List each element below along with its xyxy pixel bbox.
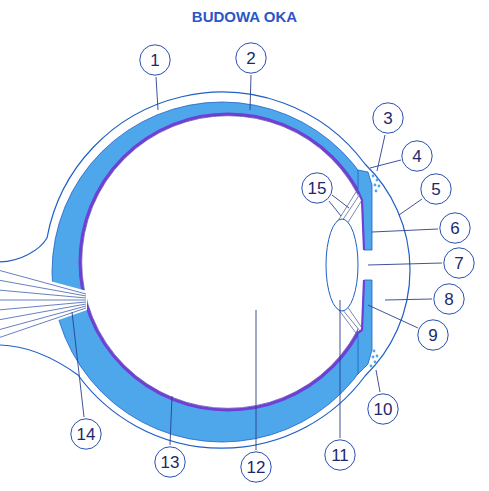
leader-line bbox=[372, 229, 438, 232]
leader-line bbox=[368, 305, 418, 328]
nerve-fibre bbox=[0, 270, 86, 294]
callout-ring bbox=[434, 284, 464, 314]
dot bbox=[372, 175, 375, 178]
callout-number: 8 bbox=[444, 291, 453, 308]
callout-ring bbox=[402, 141, 432, 171]
dot bbox=[374, 184, 377, 187]
callout-circle: 10 bbox=[367, 393, 399, 425]
callout-circle: 14 bbox=[70, 418, 102, 450]
lens bbox=[326, 219, 358, 311]
zonule bbox=[347, 306, 362, 328]
dot bbox=[376, 355, 379, 358]
callout-circle: 12 bbox=[240, 451, 272, 483]
leader-line bbox=[340, 300, 341, 438]
leader-line bbox=[72, 312, 84, 417]
dot bbox=[372, 356, 375, 359]
callout-ring bbox=[236, 43, 266, 73]
leader-line bbox=[156, 77, 158, 110]
callout-number: 11 bbox=[331, 447, 349, 464]
callout-ring bbox=[421, 174, 451, 204]
nerve-fibre bbox=[0, 280, 86, 296]
callout-circle: 5 bbox=[420, 173, 452, 205]
back-layers bbox=[52, 102, 358, 442]
callout-number: 1 bbox=[150, 52, 159, 69]
callout-number: 2 bbox=[246, 50, 255, 67]
callout-circle: 6 bbox=[439, 212, 471, 244]
choroid-band bbox=[52, 102, 358, 442]
callout-ring bbox=[155, 447, 185, 477]
sclera-outline bbox=[0, 92, 410, 448]
callout-circle: 7 bbox=[443, 247, 475, 279]
leader-lines bbox=[72, 75, 442, 450]
callout-circle: 4 bbox=[401, 140, 433, 172]
retina-edge bbox=[82, 116, 358, 409]
dot bbox=[373, 350, 376, 353]
leader-line bbox=[329, 201, 341, 216]
callout-number: 6 bbox=[450, 220, 459, 237]
nerve-fibres bbox=[0, 270, 86, 338]
nerve-fibre bbox=[0, 290, 86, 298]
iris-upper bbox=[358, 170, 372, 250]
dot bbox=[370, 365, 373, 368]
dot bbox=[378, 185, 381, 188]
dot bbox=[375, 190, 378, 193]
callout-number: 12 bbox=[247, 459, 266, 476]
callout-circle: 2 bbox=[235, 42, 267, 74]
leader-line bbox=[370, 160, 401, 168]
callout-ring bbox=[71, 419, 101, 449]
canal-dots bbox=[370, 175, 381, 368]
callout-number: 3 bbox=[383, 110, 392, 127]
leader-line bbox=[250, 75, 251, 110]
callout-number: 10 bbox=[374, 401, 393, 418]
dot bbox=[376, 179, 379, 182]
leader-line bbox=[170, 396, 172, 445]
dot bbox=[374, 361, 377, 364]
callout-ring bbox=[444, 248, 474, 278]
callout-ring bbox=[241, 452, 271, 482]
callout-ring bbox=[325, 440, 355, 470]
leader-line bbox=[385, 299, 432, 300]
callout-number: 4 bbox=[412, 148, 421, 165]
zonule bbox=[347, 200, 362, 224]
leader-line bbox=[256, 310, 257, 450]
callout-number: 5 bbox=[431, 181, 440, 198]
leader-line bbox=[368, 263, 442, 265]
leader-line bbox=[376, 370, 380, 392]
callout-circle: 13 bbox=[154, 446, 186, 478]
callout-ring bbox=[368, 394, 398, 424]
callout-ring bbox=[440, 213, 470, 243]
callout-ring bbox=[418, 320, 448, 350]
callout-number: 15 bbox=[308, 180, 327, 197]
callout-circle: 8 bbox=[433, 283, 465, 315]
callout-number: 13 bbox=[161, 454, 180, 471]
callout-circle: 3 bbox=[372, 102, 404, 134]
callout-number: 7 bbox=[454, 255, 463, 272]
callout-circle: 9 bbox=[417, 319, 449, 351]
nerve-fibre bbox=[0, 300, 86, 301]
retina-line bbox=[80, 114, 358, 410]
diagram-title: BUDOWA OKA bbox=[0, 8, 489, 25]
callout-circle: 11 bbox=[324, 439, 356, 471]
callout-ring bbox=[140, 45, 170, 75]
callout-circle: 15 bbox=[301, 172, 333, 204]
callout-number: 9 bbox=[428, 327, 437, 344]
leader-line bbox=[399, 199, 422, 215]
callout-circle: 1 bbox=[139, 44, 171, 76]
callout-number: 14 bbox=[77, 426, 96, 443]
optic-disc-gap bbox=[50, 281, 87, 323]
leader-line bbox=[332, 195, 349, 208]
callout-ring bbox=[373, 103, 403, 133]
iris-lower bbox=[358, 280, 372, 374]
retina-front bbox=[358, 191, 364, 333]
callout-ring bbox=[302, 173, 332, 203]
